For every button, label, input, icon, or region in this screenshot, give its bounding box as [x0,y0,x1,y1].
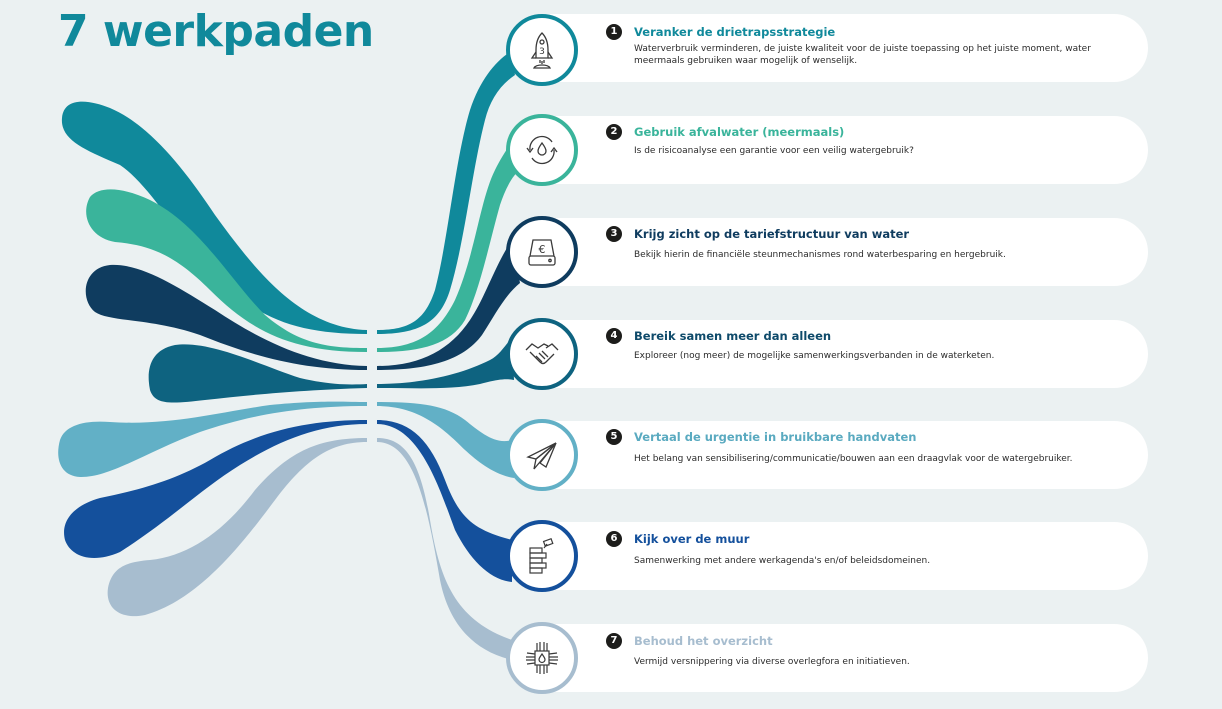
badge-2: 2 [606,124,622,140]
path-card-2[interactable] [540,116,1148,184]
path-desc-6: Samenwerking met andere werkagenda's en/… [634,556,931,566]
left-ribbon-5 [58,401,368,478]
rocket-3-icon: 3 [506,14,578,86]
right-ribbon-6 [377,420,512,582]
path-title-6[interactable]: Kijk over de muur [634,532,750,546]
left-ribbon-2 [86,189,367,352]
badge-5: 5 [606,429,622,445]
path-card-5[interactable] [540,421,1148,489]
handshake-icon [506,318,578,390]
left-ribbon-1 [61,101,368,335]
badge-3: 3 [606,226,622,242]
path-title-7[interactable]: Behoud het overzicht [634,634,773,648]
badge-6: 6 [606,531,622,547]
path-card-7[interactable] [540,624,1148,692]
water-cycle-icon [506,114,578,186]
left-ribbon-7 [107,438,367,617]
left-ribbon-3 [85,264,368,370]
path-card-3[interactable] [540,218,1148,286]
right-ribbon-4 [377,338,514,389]
path-title-2[interactable]: Gebruik afvalwater (meermaals) [634,125,845,139]
brick-wall-icon [506,520,578,592]
path-title-3[interactable]: Krijg zicht op de tariefstructuur van wa… [634,227,910,241]
page-title: 7 werkpaden [58,6,374,57]
right-ribbon-3 [377,240,520,370]
path-card-1[interactable] [540,14,1148,82]
left-ribbon-6 [64,420,367,559]
water-chip-icon [506,622,578,694]
path-title-5[interactable]: Vertaal de urgentie in bruikbare handvat… [634,430,917,444]
right-ribbon-5 [377,402,514,478]
right-ribbon-7 [377,438,512,660]
path-desc-2: Is de risicoanalyse een garantie voor ee… [634,146,914,156]
path-desc-7: Vermijd versnippering via diverse overle… [634,657,910,667]
paper-plane-icon [506,419,578,491]
path-desc-5: Het belang van sensibilisering/communica… [634,454,1073,464]
path-title-4[interactable]: Bereik samen meer dan alleen [634,329,832,343]
path-title-1[interactable]: Veranker de drietrapsstrategie [634,25,836,39]
svg-text:3: 3 [539,47,545,57]
badge-1: 1 [606,24,622,40]
left-ribbon-4 [148,344,367,403]
path-desc-3: Bekijk hierin de financiële steunmechani… [634,250,1006,260]
path-card-4[interactable] [540,320,1148,388]
path-desc-4: Exploreer (nog meer) de mogelijke samenw… [634,351,995,361]
path-desc-1: Waterverbruik verminderen, de juiste kwa… [634,44,1091,66]
badge-7: 7 [606,633,622,649]
path-card-6[interactable] [540,522,1148,590]
svg-text:€: € [539,243,546,256]
badge-4: 4 [606,328,622,344]
right-ribbon-1 [377,52,515,334]
euro-drive-icon: € [506,216,578,288]
